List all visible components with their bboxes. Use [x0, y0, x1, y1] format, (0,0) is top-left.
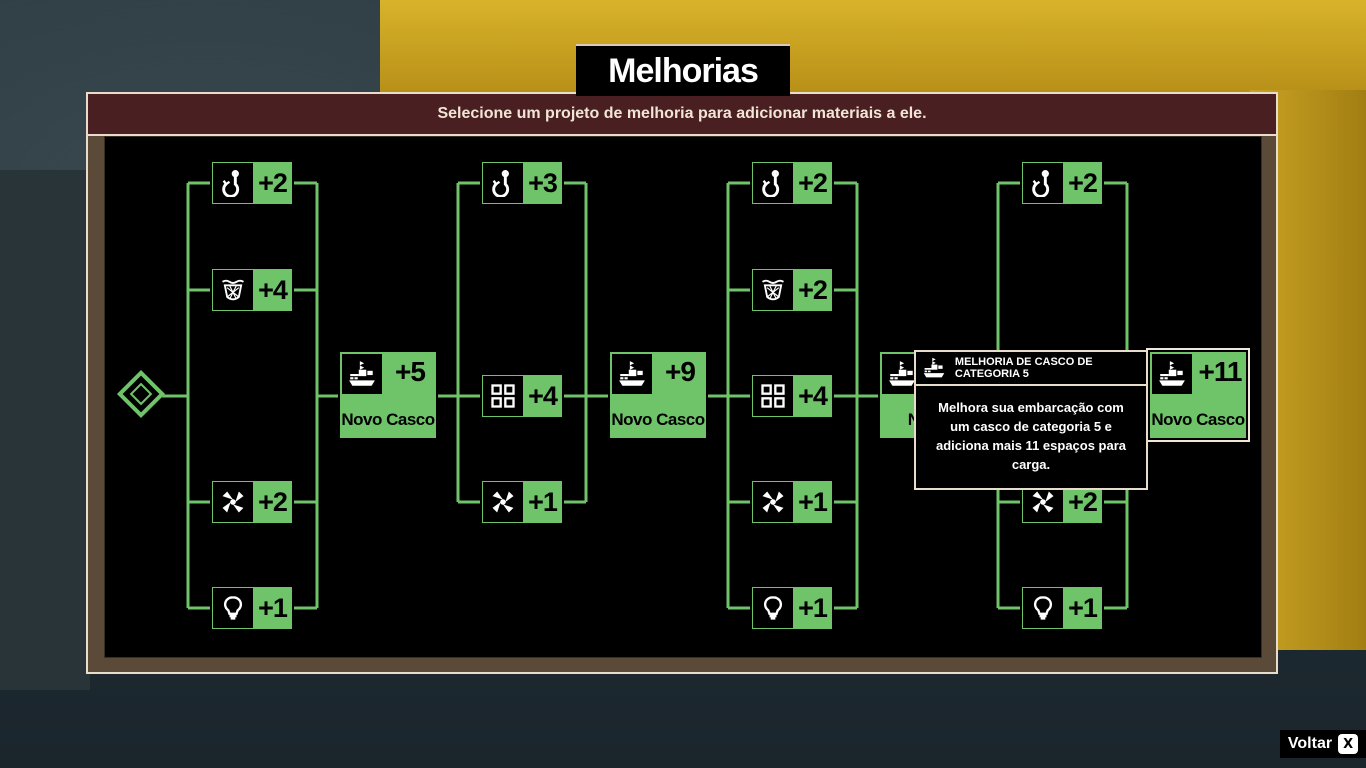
net-icon	[753, 270, 793, 310]
tooltip-header: MELHORIA DE CASCO DE CATEGORIA 5	[916, 352, 1146, 386]
hook-icon	[483, 163, 523, 203]
hull-upgrade-node-2[interactable]: +9 Novo Casco	[608, 350, 708, 440]
upgrade-node-engine-2[interactable]: +1	[480, 479, 564, 525]
hull-icon	[922, 354, 947, 382]
upgrade-node-engine-3[interactable]: +1	[750, 479, 834, 525]
upgrade-tooltip: MELHORIA DE CASCO DE CATEGORIA 5 Melhora…	[914, 350, 1148, 490]
back-button[interactable]: Voltar X	[1280, 730, 1366, 758]
page-title: Melhorias	[608, 51, 759, 90]
upgrade-node-rod-1[interactable]: +2	[210, 160, 294, 206]
upgrade-node-light-1[interactable]: +1	[210, 585, 294, 631]
upgrade-node-rod-3[interactable]: +2	[750, 160, 834, 206]
hull-icon	[612, 354, 652, 394]
title-plate: Melhorias	[576, 44, 790, 96]
upgrade-node-storage-3[interactable]: +4	[750, 373, 834, 419]
hull-upgrade-node-4[interactable]: +11 Novo Casco	[1146, 348, 1250, 442]
upgrade-node-light-4[interactable]: +1	[1020, 585, 1104, 631]
tooltip-description: Melhora sua embarcação com um casco de c…	[935, 400, 1127, 472]
net-icon	[213, 270, 253, 310]
grid-icon	[753, 376, 793, 416]
upgrade-node-rod-2[interactable]: +3	[480, 160, 564, 206]
hook-icon	[213, 163, 253, 203]
propeller-icon	[213, 482, 253, 522]
grid-icon	[483, 376, 523, 416]
hull-icon	[342, 354, 382, 394]
hook-icon	[1023, 163, 1063, 203]
instruction-banner: Selecione um projeto de melhoria para ad…	[88, 94, 1276, 136]
background-rock	[0, 170, 90, 690]
lightbulb-icon	[753, 588, 793, 628]
upgrade-node-storage-2[interactable]: +4	[480, 373, 564, 419]
upgrade-node-net-3[interactable]: +2	[750, 267, 834, 313]
propeller-icon	[483, 482, 523, 522]
tooltip-title: MELHORIA DE CASCO DE CATEGORIA 5	[954, 356, 1093, 380]
background-ship	[380, 0, 1366, 100]
upgrade-node-engine-1[interactable]: +2	[210, 479, 294, 525]
lightbulb-icon	[213, 588, 253, 628]
propeller-icon	[753, 482, 793, 522]
hull-icon	[1152, 354, 1192, 394]
keyboard-key-icon: X	[1338, 734, 1359, 754]
lightbulb-icon	[1023, 588, 1063, 628]
hull-upgrade-node-1[interactable]: +5 Novo Casco	[338, 350, 438, 440]
hook-icon	[753, 163, 793, 203]
upgrade-node-rod-4[interactable]: +2	[1020, 160, 1104, 206]
back-button-label: Voltar	[1287, 735, 1333, 752]
upgrade-node-net-1[interactable]: +4	[210, 267, 294, 313]
upgrade-node-light-3[interactable]: +1	[750, 585, 834, 631]
